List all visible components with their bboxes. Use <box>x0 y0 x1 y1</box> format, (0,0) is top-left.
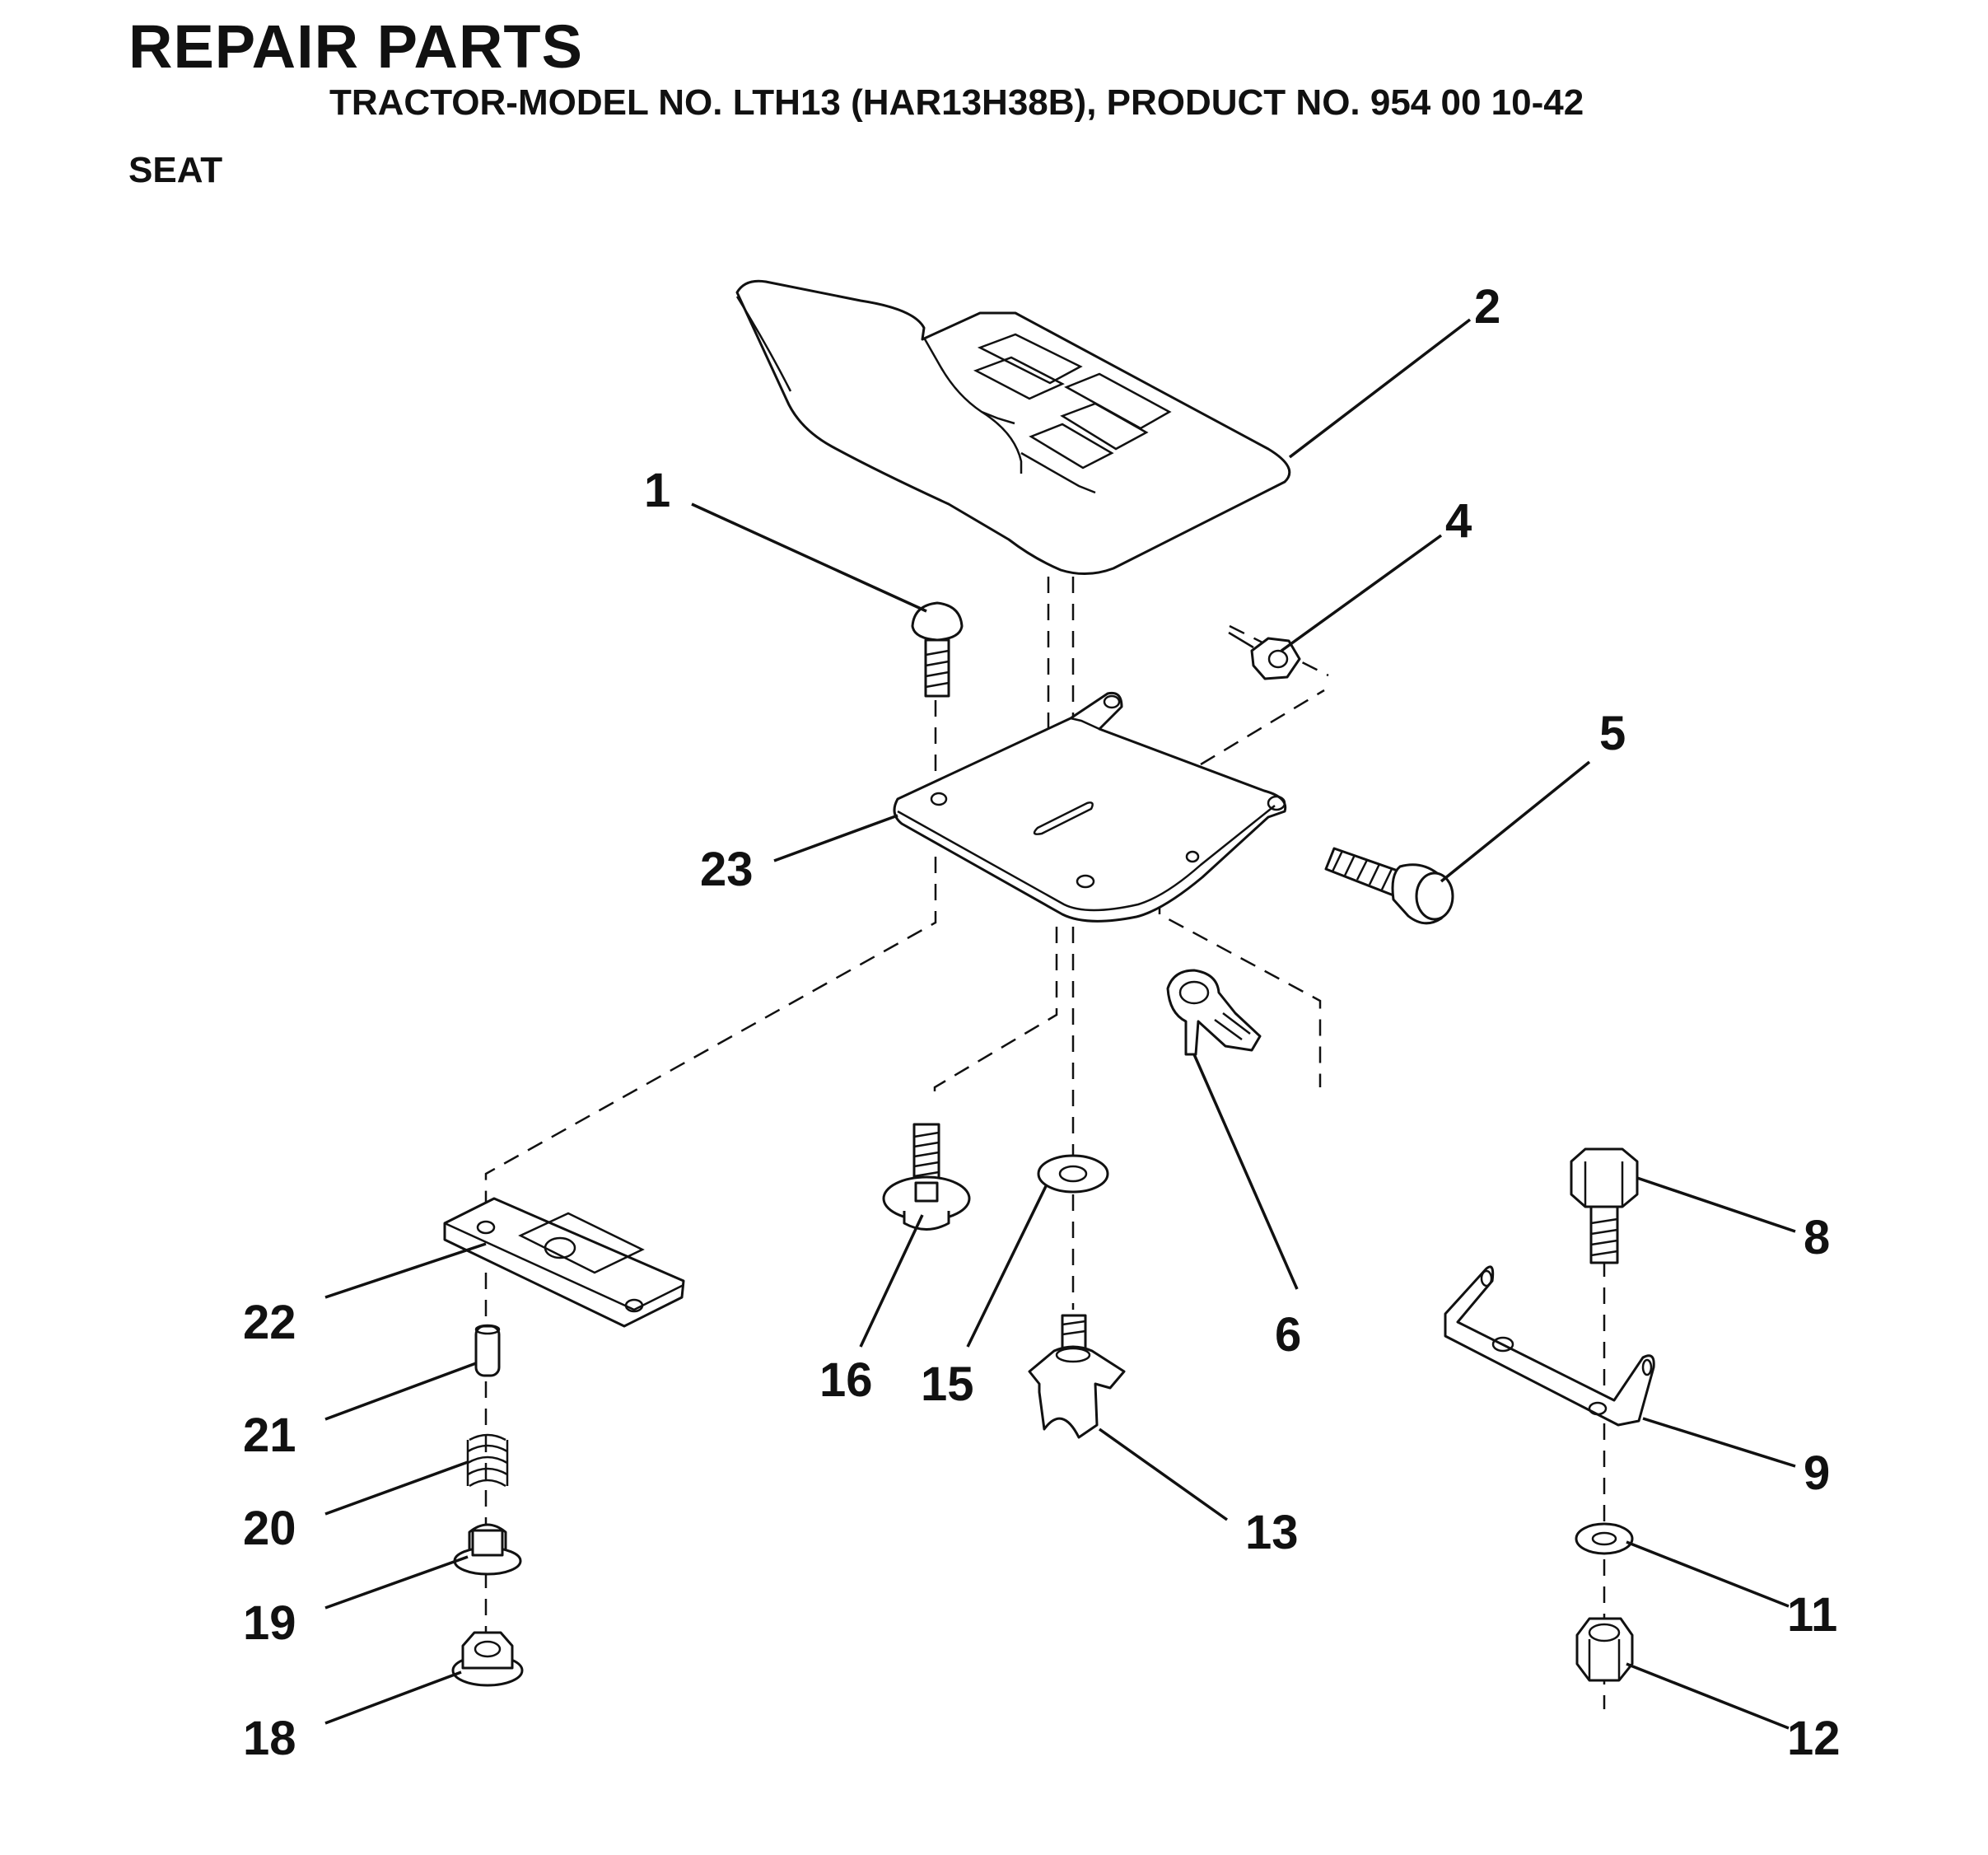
seat-part <box>735 279 1291 576</box>
flat-washer-small-part <box>1575 1522 1634 1555</box>
callout-8: 8 <box>1804 1211 1830 1264</box>
flat-washer-part <box>1037 1154 1109 1194</box>
callout-9: 9 <box>1804 1446 1830 1500</box>
callout-2: 2 <box>1474 280 1500 334</box>
flange-bolt-part <box>1324 847 1454 925</box>
callout-4: 4 <box>1445 494 1472 548</box>
callout-6: 6 <box>1275 1308 1301 1362</box>
callout-18: 18 <box>243 1712 296 1765</box>
flange-nut-part <box>451 1631 524 1687</box>
callout-12: 12 <box>1787 1712 1841 1765</box>
callout-22: 22 <box>243 1296 296 1349</box>
compression-spring-part <box>466 1433 509 1488</box>
seat-pan-part <box>893 691 1287 923</box>
section-label: SEAT <box>128 150 223 190</box>
mounting-bracket-part <box>1444 1265 1655 1427</box>
roll-pin-part <box>474 1324 501 1377</box>
lock-nut-part <box>1575 1617 1634 1682</box>
hex-nut-part <box>1228 631 1301 680</box>
callout-13: 13 <box>1245 1506 1299 1559</box>
slide-plate-part <box>443 1197 685 1328</box>
carriage-bolt-part <box>911 601 964 698</box>
callout-1: 1 <box>644 464 670 517</box>
callout-leader-lines <box>324 318 1796 1730</box>
shoulder-bolt-part <box>882 1123 971 1231</box>
callout-23: 23 <box>700 843 754 896</box>
callout-11: 11 <box>1787 1588 1837 1642</box>
callout-15: 15 <box>921 1357 974 1411</box>
page-title: REPAIR PARTS <box>128 12 583 81</box>
spring-clip-part <box>1166 969 1262 1056</box>
flanged-bushing-part <box>453 1523 522 1576</box>
callout-19: 19 <box>243 1596 296 1650</box>
callout-16: 16 <box>819 1353 873 1407</box>
model-subtitle: TRACTOR-MODEL NO. LTH13 (HAR13H38B), PRO… <box>329 82 1584 123</box>
callout-21: 21 <box>243 1409 296 1462</box>
callout-5: 5 <box>1599 707 1626 760</box>
callout-numbers: 2 1 4 5 23 6 16 15 13 8 9 11 12 22 21 20… <box>243 280 1841 1765</box>
callout-20: 20 <box>243 1502 296 1555</box>
hex-bolt-part <box>1570 1147 1639 1264</box>
wing-knob-part <box>1028 1314 1126 1439</box>
